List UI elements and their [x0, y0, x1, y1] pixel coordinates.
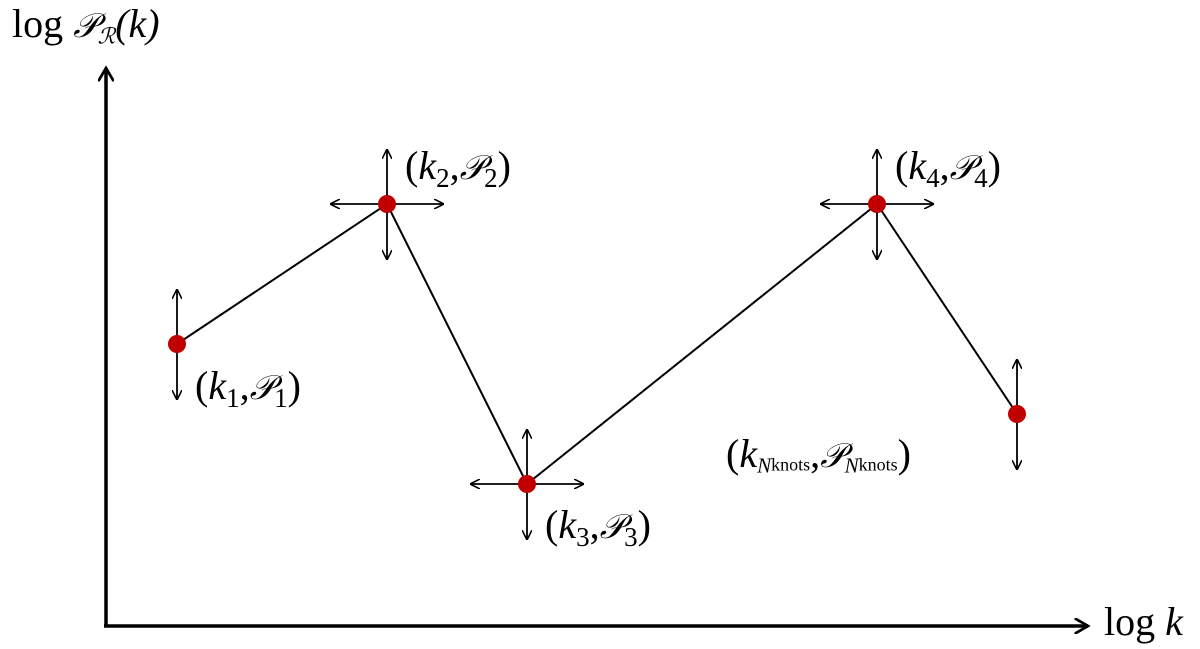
knot-2-label: (k2,𝒫2) — [405, 143, 511, 194]
knot-1[interactable] — [168, 335, 186, 353]
y-axis-label: log 𝒫ℛ(k) — [12, 1, 160, 50]
knot-4-arrows — [821, 150, 933, 259]
knot-n-label: (kNknots,𝒫Nknots) — [726, 431, 911, 478]
x-axis-label: log k — [1104, 599, 1183, 644]
knot-n[interactable] — [1008, 405, 1026, 423]
knot-4[interactable] — [868, 195, 886, 213]
knot-1-label: (k1,𝒫1) — [195, 363, 301, 414]
knot-2-arrows — [331, 150, 443, 259]
knot-3-arrows — [471, 430, 583, 539]
knot-4-label: (k4,𝒫4) — [895, 143, 1001, 194]
knot-3[interactable] — [518, 475, 536, 493]
knot-3-label: (k3,𝒫3) — [545, 502, 651, 553]
knot-2[interactable] — [378, 195, 396, 213]
